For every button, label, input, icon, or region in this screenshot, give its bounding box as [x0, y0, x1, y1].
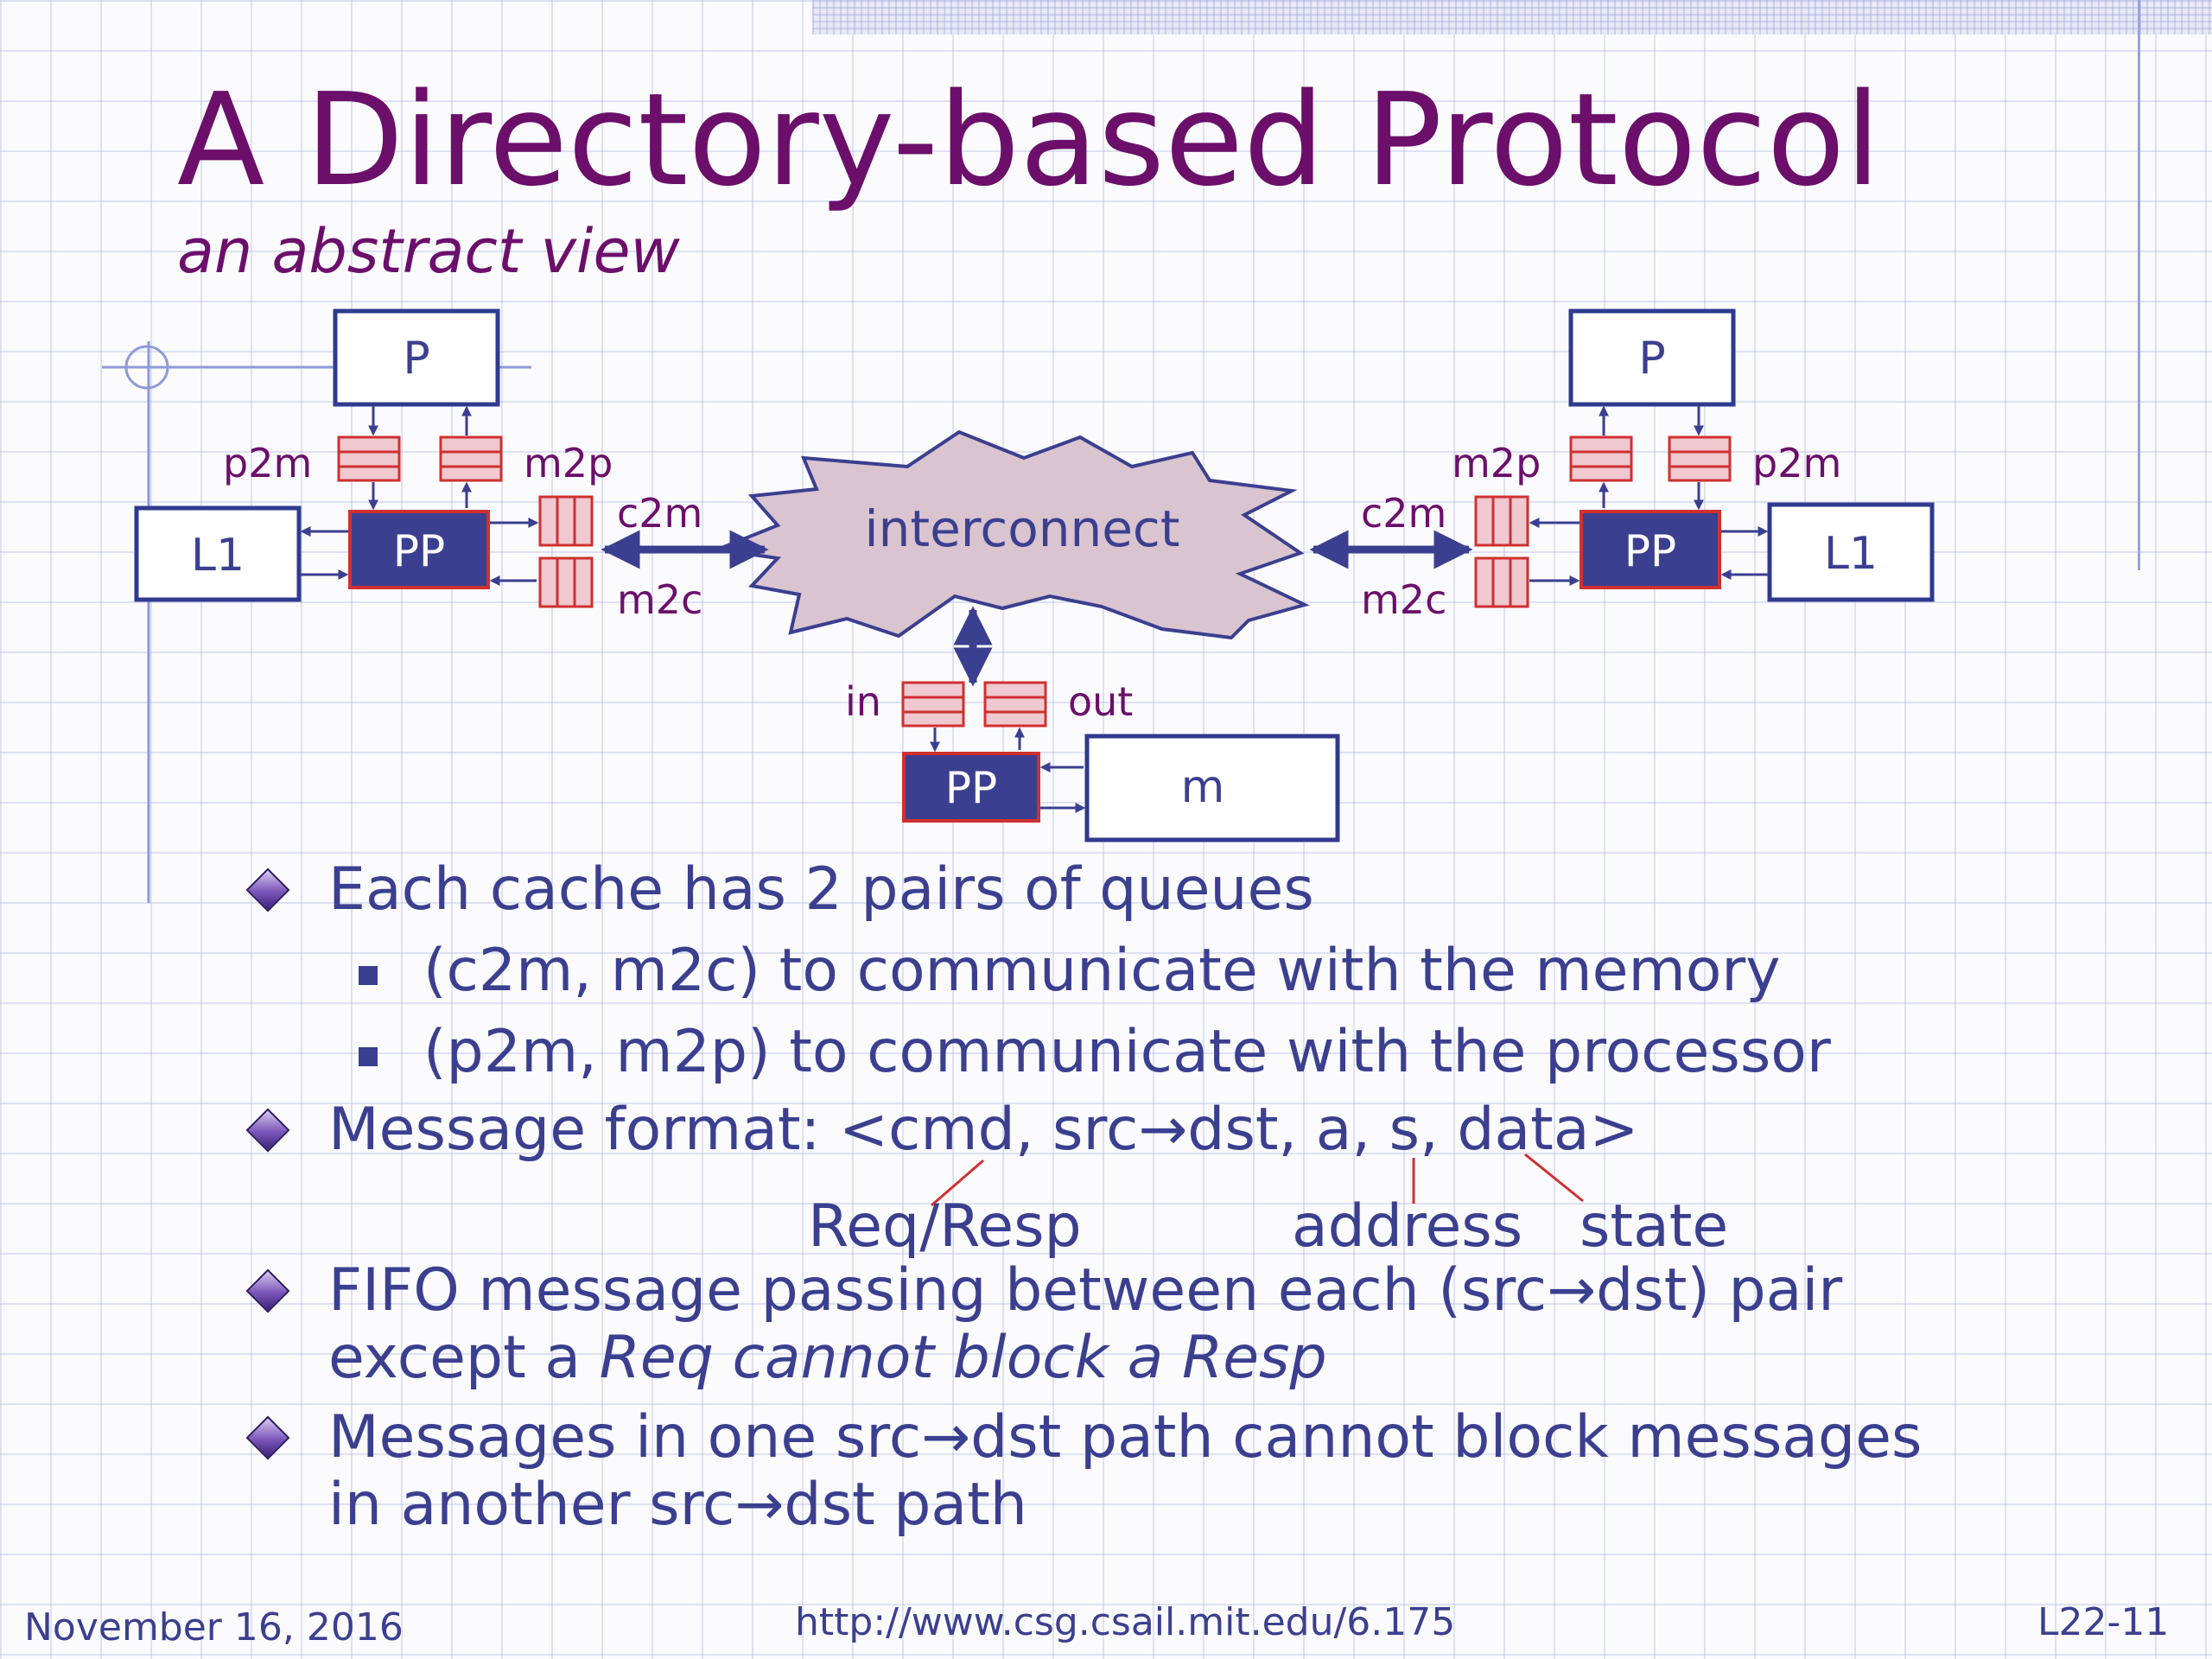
- memory-pp-label: PP: [945, 763, 997, 813]
- right-l1-label: L1: [1824, 528, 1878, 580]
- right-p2m-queue: [1668, 435, 1732, 482]
- right-m2p-label: m2p: [1452, 440, 1541, 486]
- right-c2m-queue: [1474, 495, 1529, 547]
- left-p2m-queue: [337, 435, 401, 482]
- left-m2c-queue: [538, 556, 594, 608]
- left-m2c-label: m2c: [617, 576, 702, 623]
- memory-in-label: in: [845, 678, 881, 725]
- left-processor-box: [333, 308, 500, 407]
- right-processor-box: [1568, 308, 1736, 407]
- memory-box: [1084, 734, 1340, 842]
- message-format-leaders: [931, 1153, 1584, 1207]
- left-m2p-label: m2p: [524, 440, 613, 486]
- decoration-circle: [124, 345, 169, 390]
- right-processor-label: P: [1638, 333, 1665, 385]
- right-pp-label: PP: [1624, 526, 1676, 576]
- right-decoration-rule: [2138, 0, 2140, 570]
- memory-label: m: [1181, 761, 1225, 813]
- footer-url: http://www.csg.csail.mit.edu/6.175: [795, 1600, 1456, 1644]
- left-processor-label: P: [403, 333, 429, 385]
- right-p2m-label: p2m: [1752, 440, 1841, 486]
- right-m2c-label: m2c: [1361, 576, 1446, 623]
- footer-date: November 16, 2016: [24, 1605, 404, 1649]
- interconnect-label: interconnect: [864, 499, 1179, 558]
- left-pp-box: [348, 510, 490, 589]
- memory-in-queue: [901, 681, 965, 728]
- left-l1-label: L1: [191, 530, 245, 582]
- right-m2c-queue: [1474, 556, 1529, 608]
- memory-out-label: out: [1068, 678, 1133, 725]
- footer-slide-number: L22-11: [2037, 1600, 2170, 1644]
- slide-subtitle: an abstract view: [177, 216, 680, 287]
- right-c2m-label: c2m: [1361, 490, 1446, 537]
- slide-title: A Directory-based Protocol: [177, 66, 1881, 214]
- right-l1-box: [1767, 502, 1935, 602]
- left-p2m-label: p2m: [223, 440, 312, 486]
- right-pp-box: [1580, 510, 1721, 589]
- left-m2p-queue: [439, 435, 503, 482]
- left-pp-label: PP: [393, 526, 445, 576]
- interconnect-starburst: [710, 429, 1310, 640]
- right-m2p-queue: [1569, 435, 1633, 482]
- left-l1-box: [134, 505, 302, 602]
- memory-pp-box: [902, 752, 1040, 823]
- left-c2m-label: c2m: [617, 490, 702, 537]
- top-decoration-band: [812, 0, 2212, 35]
- memory-out-queue: [983, 681, 1047, 728]
- left-c2m-queue: [538, 495, 594, 547]
